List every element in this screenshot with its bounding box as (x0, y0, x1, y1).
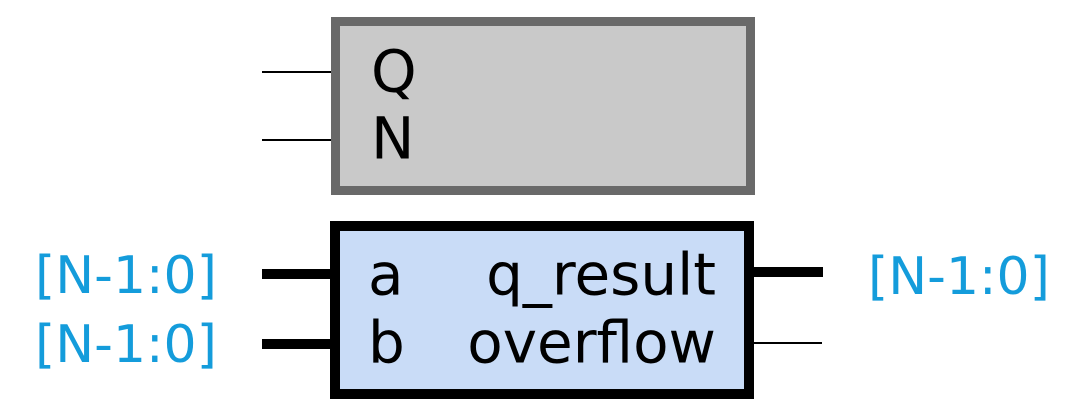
bus-input-a (262, 269, 330, 279)
port-label-q-result: q_result (486, 240, 716, 309)
wire-output-overflow (753, 342, 822, 344)
port-label-q: Q (371, 37, 417, 106)
bus-width-label-output-q-result: [N-1:0] (868, 246, 1050, 307)
port-label-a: a (368, 240, 404, 309)
bus-width-label-input-b: [N-1:0] (35, 314, 217, 375)
wire-param-n (262, 139, 331, 141)
port-label-b: b (368, 308, 405, 377)
port-label-n: N (371, 104, 415, 173)
wire-param-q (262, 71, 331, 73)
parameter-block (331, 17, 755, 195)
port-label-overflow: overflow (467, 308, 716, 377)
module-block (330, 221, 754, 399)
bus-output-q-result (753, 267, 823, 277)
bus-width-label-input-a: [N-1:0] (35, 245, 217, 306)
bus-input-b (262, 339, 330, 349)
